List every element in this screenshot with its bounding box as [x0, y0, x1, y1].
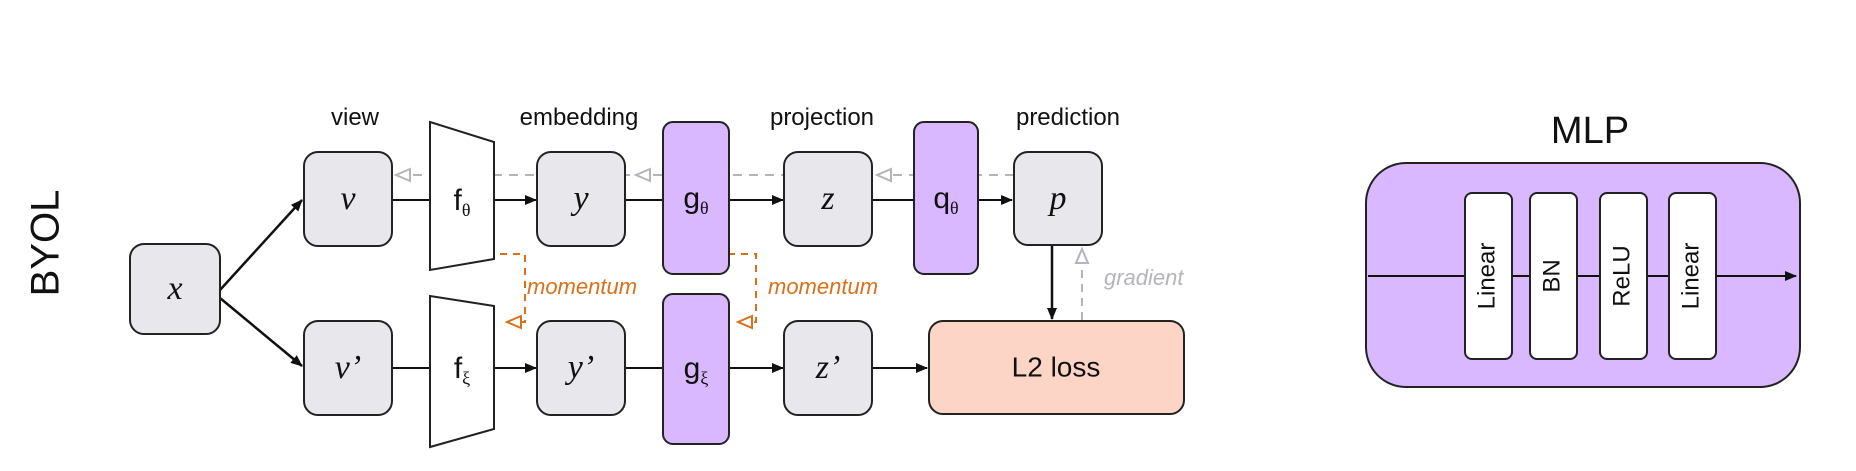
header-prediction: prediction	[1016, 104, 1120, 131]
momentum-connector-f	[500, 253, 526, 323]
node-x	[129, 243, 221, 335]
node-y	[536, 151, 626, 247]
node-v-prime-label: v’	[335, 349, 361, 386]
encoder-g-target-sub: ξ	[700, 368, 708, 388]
loss-label: L2 loss	[1012, 351, 1101, 382]
mlp-layer-1	[1464, 192, 1513, 360]
node-v-prime	[303, 320, 393, 416]
node-p-label: p	[1048, 180, 1067, 217]
node-y-prime	[536, 320, 626, 416]
node-p	[1013, 151, 1103, 246]
mlp-layer-2-label: BN	[1538, 259, 1565, 292]
encoder-g-online-label: gθ	[683, 182, 708, 218]
encoder-g-target	[662, 293, 730, 445]
encoder-f-online-base: f	[454, 184, 463, 217]
gradient-label: gradient	[1104, 265, 1184, 290]
encoder-g-target-base: g	[684, 352, 701, 385]
gradient-arrow-head-g	[633, 167, 651, 183]
encoder-f-online	[429, 120, 495, 272]
node-z-prime	[783, 320, 873, 416]
gradient-arrow-head-p	[1074, 246, 1090, 264]
encoder-f-online-sub: θ	[462, 200, 471, 220]
encoder-f-target-label: fξ	[454, 352, 470, 388]
node-z-label: z	[820, 180, 834, 217]
header-embedding: embedding	[520, 104, 639, 131]
node-v-label: v	[340, 180, 356, 217]
mlp-layer-4-label: Linear	[1677, 243, 1704, 310]
predictor-q-online	[913, 121, 979, 275]
encoder-f-online-label: fθ	[454, 184, 471, 220]
header-projection: projection	[770, 104, 874, 131]
arrow-x-to-vprime	[219, 297, 303, 367]
gradient-arrow-head-q	[874, 167, 892, 183]
predictor-q-online-label: qθ	[933, 182, 958, 218]
encoder-g-online	[662, 121, 730, 275]
encoder-f-target-base: f	[454, 352, 463, 385]
mlp-layer-3-label: ReLU	[1608, 245, 1635, 306]
gradient-arrow-head-f	[393, 167, 411, 183]
encoder-g-online-sub: θ	[700, 198, 709, 218]
momentum-label-1: momentum	[527, 274, 637, 299]
arrow-x-to-v	[219, 199, 303, 291]
node-y-prime-label: y’	[565, 349, 594, 386]
mlp-layer-4	[1668, 192, 1717, 360]
node-x-label: x	[166, 270, 182, 307]
momentum-label-2: momentum	[768, 274, 878, 299]
predictor-q-online-sub: θ	[950, 198, 959, 218]
node-v	[303, 151, 393, 247]
encoder-g-online-base: g	[683, 182, 700, 215]
mlp-layer-1-label: Linear	[1473, 243, 1500, 310]
predictor-q-online-base: q	[933, 182, 950, 215]
momentum-arrow-head-g	[735, 314, 753, 330]
momentum-connector-g	[728, 253, 757, 323]
mlp-layer-2	[1529, 192, 1578, 360]
node-y-label: y	[570, 180, 589, 217]
encoder-f-target	[429, 294, 495, 449]
byol-title: BYOL	[24, 190, 68, 297]
loss-box	[928, 320, 1185, 415]
mlp-title: MLP	[1551, 110, 1629, 152]
node-z	[783, 151, 873, 247]
momentum-arrow-head-f	[504, 314, 522, 330]
node-z-prime-label: z’	[815, 349, 841, 386]
mlp-layer-3	[1599, 192, 1648, 360]
encoder-f-target-sub: ξ	[462, 368, 470, 388]
encoder-g-target-label: gξ	[684, 352, 709, 388]
header-view: view	[331, 104, 380, 131]
